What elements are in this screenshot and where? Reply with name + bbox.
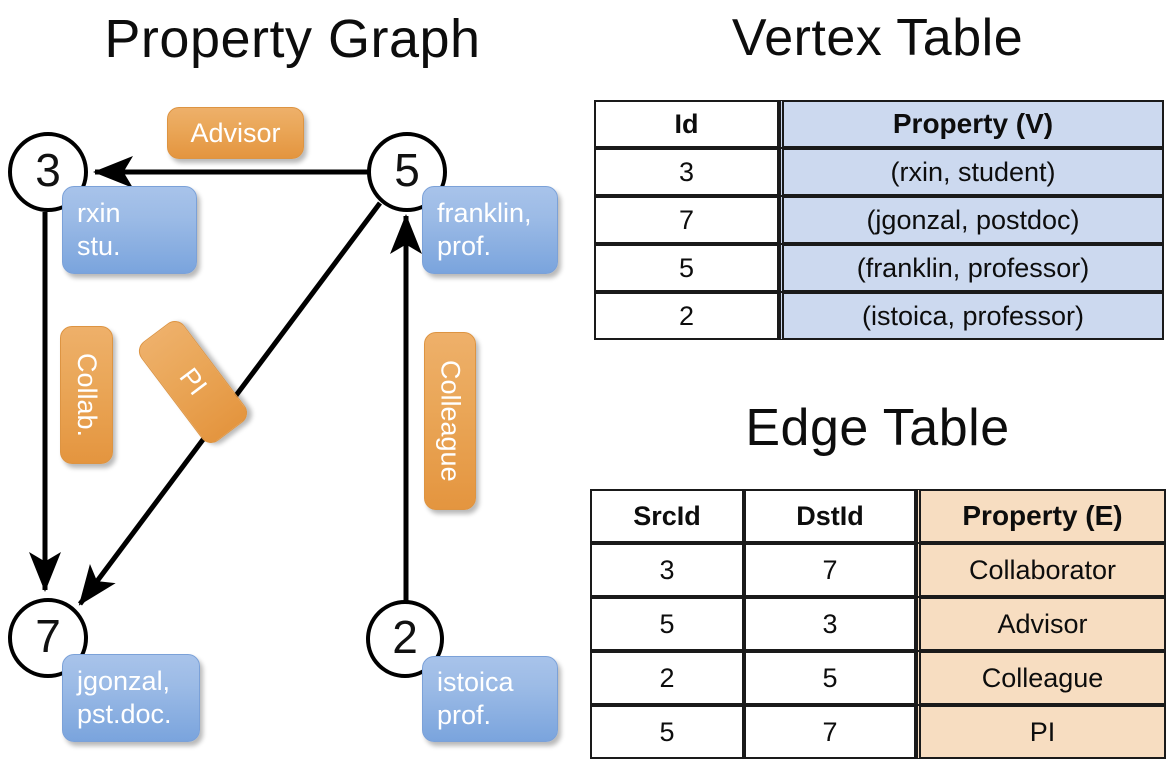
- vertex-callout-istoica: istoica prof.: [422, 656, 558, 742]
- table-row: 2 (istoica, professor): [594, 292, 1164, 340]
- edge-row-1-dst: 3: [744, 597, 916, 651]
- edge-callout-advisor: Advisor: [167, 107, 304, 159]
- vertex-row-1-property: (jgonzal, postdoc): [779, 196, 1164, 244]
- edge-callout-collab-label: Collab.: [71, 352, 102, 438]
- vertex-row-2-id: 5: [594, 244, 779, 292]
- table-row: 5 3 Advisor: [590, 597, 1166, 651]
- table-row: 7 (jgonzal, postdoc): [594, 196, 1164, 244]
- vertex-callout-jgonzal-line1: jgonzal,: [77, 666, 171, 697]
- edge-row-2-dst: 5: [744, 651, 916, 705]
- graph-node-2[interactable]: 2: [366, 600, 444, 678]
- vertex-callout-istoica-line1: istoica: [437, 667, 514, 698]
- vertex-callout-rxin: rxin stu.: [62, 186, 197, 274]
- edge-row-2-src: 2: [590, 651, 744, 705]
- edge-row-3-src: 5: [590, 705, 744, 759]
- edge-callout-advisor-label: Advisor: [190, 117, 281, 148]
- vertex-row-3-id: 2: [594, 292, 779, 340]
- edge-row-0-property: Collaborator: [916, 543, 1166, 597]
- vertex-table-header-id: Id: [594, 100, 779, 148]
- edge-row-3-dst: 7: [744, 705, 916, 759]
- edge-table-header-property: Property (E): [916, 489, 1166, 543]
- table-row: 3 (rxin, student): [594, 148, 1164, 196]
- edge-row-0-dst: 7: [744, 543, 916, 597]
- vertex-callout-rxin-line1: rxin: [77, 198, 121, 229]
- edge-callout-colleague-label: Colleague: [435, 360, 466, 482]
- table-row: 3 7 Collaborator: [590, 543, 1166, 597]
- property-graph-diagram: 3 5 7 2 rxin stu. franklin, prof. jgonza…: [8, 107, 558, 742]
- table-row: 2 5 Colleague: [590, 651, 1166, 705]
- vertex-table: Id Property (V) 3 (rxin, student) 7 (jgo…: [594, 100, 1164, 340]
- page-title-edge-table: Edge Table: [745, 399, 1010, 457]
- page-title-property-graph: Property Graph: [104, 9, 481, 69]
- edge-table: SrcId DstId Property (E) 3 7 Collaborato…: [590, 489, 1166, 759]
- edge-row-3-property: PI: [916, 705, 1166, 759]
- edge-table-header-srcid: SrcId: [590, 489, 744, 543]
- graph-node-5[interactable]: 5: [367, 132, 447, 212]
- vertex-callout-franklin-line1: franklin,: [437, 198, 532, 229]
- vertex-callout-rxin-line2: stu.: [77, 231, 121, 261]
- vertex-callout-franklin: franklin, prof.: [422, 186, 558, 274]
- edge-row-1-property: Advisor: [916, 597, 1166, 651]
- edge-table-header-dstid: DstId: [744, 489, 916, 543]
- vertex-callout-jgonzal-line2: pst.doc.: [77, 699, 172, 729]
- vertex-row-3-property: (istoica, professor): [779, 292, 1164, 340]
- vertex-row-0-property: (rxin, student): [779, 148, 1164, 196]
- vertex-callout-istoica-line2: prof.: [437, 700, 492, 730]
- vertex-table-header-row: Id Property (V): [594, 100, 1164, 148]
- vertex-row-2-property: (franklin, professor): [779, 244, 1164, 292]
- graph-node-2-label: 2: [392, 611, 418, 663]
- table-row: 5 (franklin, professor): [594, 244, 1164, 292]
- edge-row-0-src: 3: [590, 543, 744, 597]
- edge-callout-colleague: Colleague: [424, 332, 476, 510]
- vertex-table-header-property: Property (V): [779, 100, 1164, 148]
- vertex-row-1-id: 7: [594, 196, 779, 244]
- edge-callout-collab: Collab.: [60, 326, 113, 464]
- vertex-row-0-id: 3: [594, 148, 779, 196]
- edge-row-2-property: Colleague: [916, 651, 1166, 705]
- vertex-callout-jgonzal: jgonzal, pst.doc.: [62, 654, 200, 742]
- graph-node-5-label: 5: [394, 144, 420, 196]
- graph-node-3-label: 3: [35, 144, 61, 196]
- page-title-vertex-table: Vertex Table: [731, 9, 1024, 67]
- edge-table-header-row: SrcId DstId Property (E): [590, 489, 1166, 543]
- table-row: 5 7 PI: [590, 705, 1166, 759]
- graph-node-7-label: 7: [35, 610, 61, 662]
- vertex-callout-franklin-line2: prof.: [437, 231, 492, 261]
- edge-row-1-src: 5: [590, 597, 744, 651]
